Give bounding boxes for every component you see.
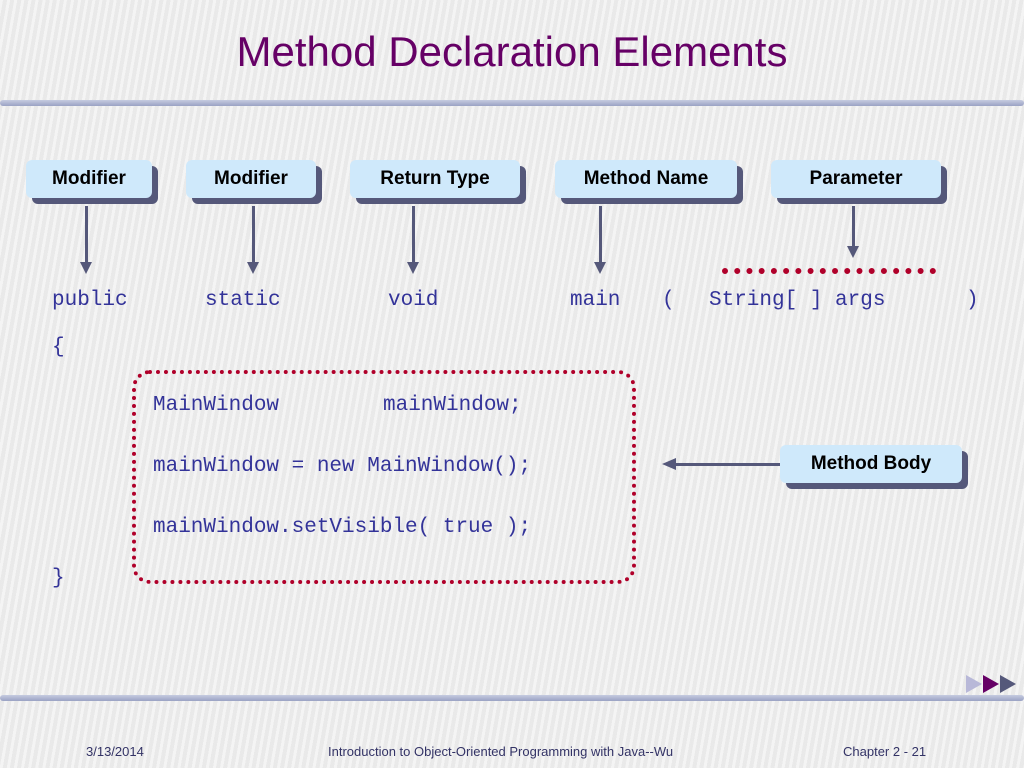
label-modifier-1: Modifier [26,160,152,198]
label-parameter: Parameter [771,160,941,198]
nav-triangle-icon[interactable] [1000,675,1016,693]
method-body-box [132,370,636,584]
code-line1-type: MainWindow [153,394,280,417]
arrow-down-icon [847,206,859,258]
code-param: String[ ] args [709,289,886,312]
nav-triangle-icon[interactable] [983,675,999,693]
code-void: void [388,289,439,312]
bottom-divider [0,695,1024,701]
footer-course: Introduction to Object-Oriented Programm… [328,744,674,759]
code-line1-var: mainWindow; [383,394,522,417]
code-rparen: ) [966,289,979,312]
label-method-name: Method Name [555,160,737,198]
code-public: public [52,289,128,312]
slide-title: Method Declaration Elements [236,28,788,75]
arrow-down-icon [594,206,606,274]
footer-page: Chapter 2 - 21 [843,744,927,759]
code-static: static [205,289,281,312]
parameter-underline [722,268,936,274]
code-line3: mainWindow.setVisible( true ); [153,516,532,539]
footer-date: 3/13/2014 [86,744,144,759]
label-modifier-2: Modifier [186,160,316,198]
code-open-brace: { [52,336,65,359]
code-line2: mainWindow = new MainWindow(); [153,455,532,478]
code-close-brace: } [52,567,65,590]
top-divider [0,100,1024,106]
arrow-down-icon [407,206,419,274]
label-return-type: Return Type [350,160,520,198]
code-lparen: ( [662,289,675,312]
arrow-down-icon [80,206,92,274]
arrow-down-icon [247,206,259,274]
nav-triangle-icon[interactable] [966,675,982,693]
code-main: main [570,289,621,312]
label-method-body: Method Body [780,445,962,483]
arrow-left-icon [662,458,780,470]
